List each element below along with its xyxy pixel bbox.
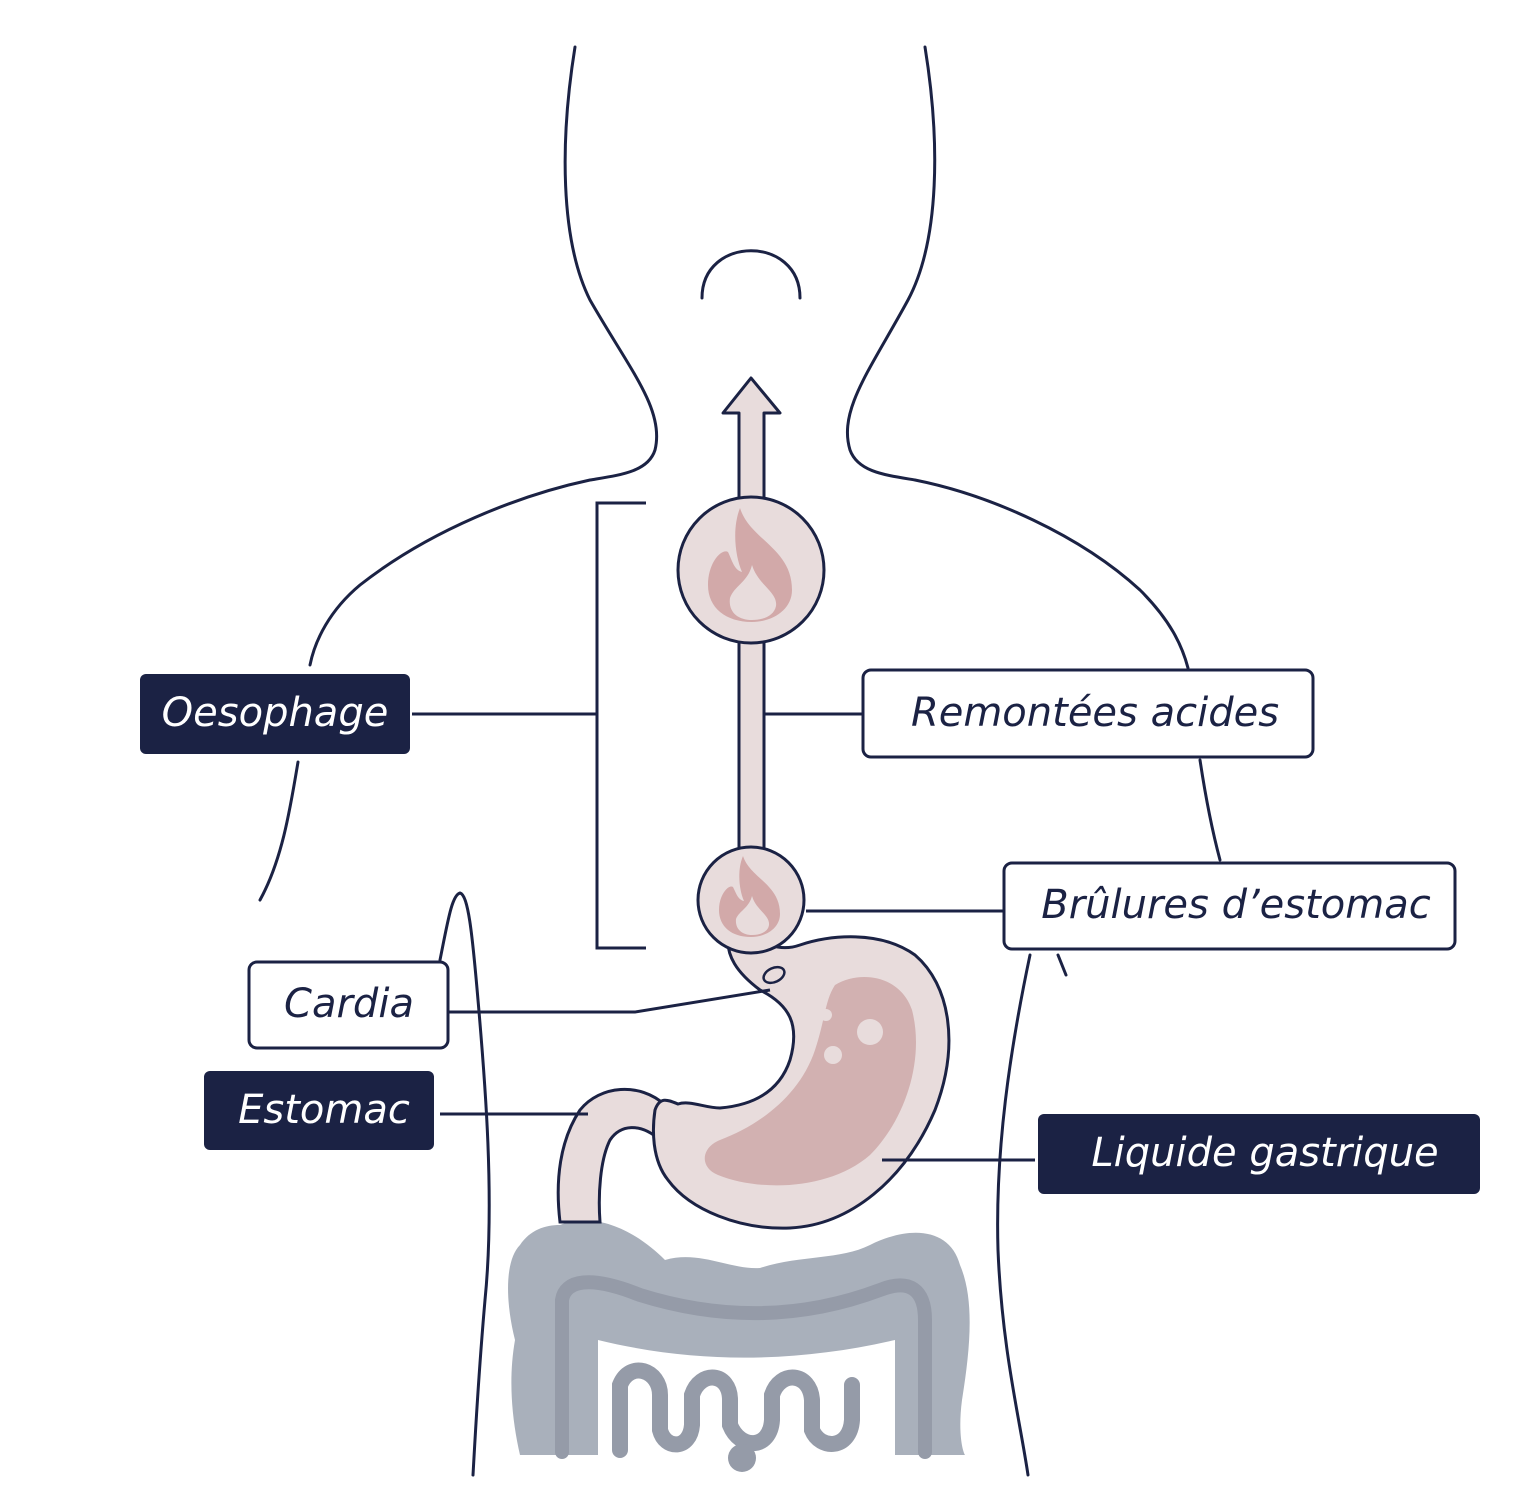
neck-shoulder-right <box>845 45 1190 670</box>
label-oesophage: Oesophage <box>140 674 410 754</box>
right-arm <box>1198 758 1222 862</box>
burn-circle-upper <box>676 495 826 645</box>
oesophage-bracket <box>595 501 646 950</box>
small-intestine-loop <box>728 1444 756 1472</box>
label-oesophage-text: Oesophage <box>162 690 389 736</box>
connector-lines <box>412 501 1035 1162</box>
colon-track <box>555 1275 932 1459</box>
intestines <box>508 1220 970 1472</box>
label-remontees-acides: Remontées acides <box>861 668 1315 759</box>
gas-bubble <box>857 1019 883 1045</box>
right-waist-inner <box>1056 953 1068 977</box>
left-waist <box>438 891 491 1477</box>
neck-shoulder-left <box>308 45 659 667</box>
chin-curve <box>700 249 802 300</box>
label-brulures-estomac-text: Brûlures d’estomac <box>1041 882 1431 928</box>
right-waist <box>996 953 1032 1477</box>
stomach <box>556 923 951 1230</box>
flame-core <box>729 565 777 620</box>
burn-circle-lower <box>696 845 806 955</box>
label-liquide-gastrique: Liquide gastrique <box>1038 1114 1480 1194</box>
gas-bubble <box>824 1046 842 1064</box>
label-estomac-text: Estomac <box>238 1087 410 1133</box>
flame-core <box>735 896 770 935</box>
label-cardia-text: Cardia <box>284 981 414 1027</box>
label-remontees-acides-text: Remontées acides <box>911 690 1279 736</box>
small-intestine-inner <box>598 1340 895 1455</box>
cardia-opening <box>762 965 786 985</box>
label-brulures-estomac: Brûlures d’estomac <box>1002 861 1457 951</box>
cardia-leader <box>448 988 771 1014</box>
label-estomac: Estomac <box>204 1071 434 1150</box>
body-outline <box>258 45 1222 1477</box>
gas-bubble <box>820 1009 832 1021</box>
left-arm <box>258 760 300 902</box>
small-intestine-coil <box>612 1362 860 1458</box>
label-liquide-gastrique-text: Liquide gastrique <box>1091 1130 1438 1176</box>
label-cardia: Cardia <box>247 960 450 1050</box>
